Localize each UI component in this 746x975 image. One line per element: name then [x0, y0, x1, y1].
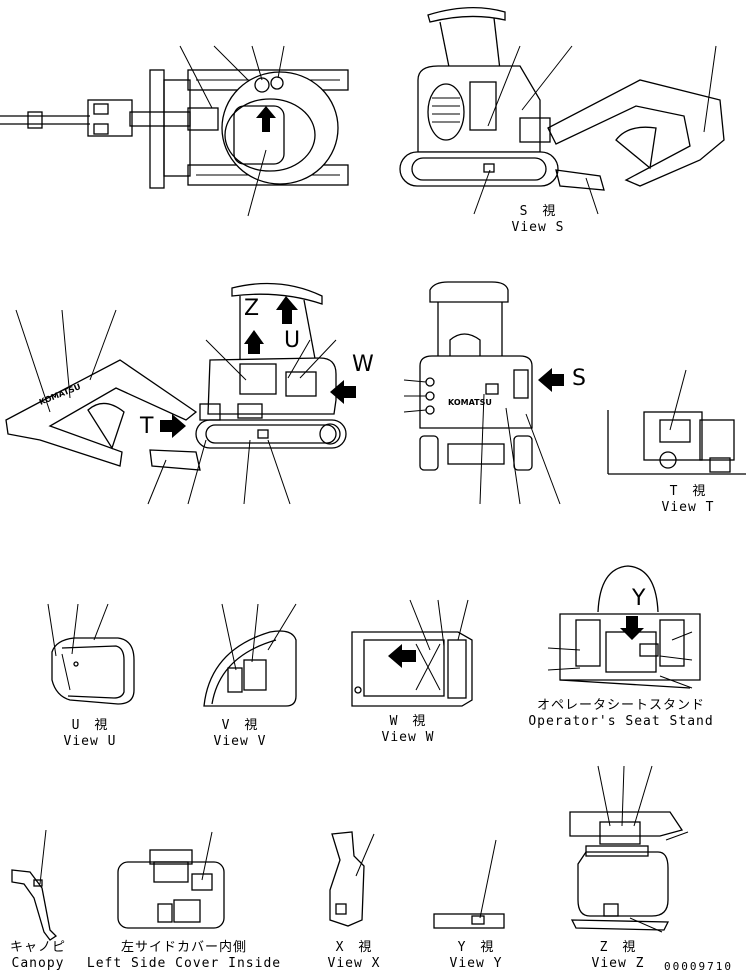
- caption-view-u-jp: U 視: [71, 718, 109, 733]
- view-z-detail: [569, 765, 689, 933]
- caption-view-u-en: View U: [63, 734, 117, 749]
- counterweight-brand-mark: KOMATSU: [448, 398, 492, 407]
- caption-view-s-en: View S: [511, 220, 565, 235]
- rear-view-machine: [403, 281, 564, 505]
- caption-view-t-en: View T: [661, 500, 715, 515]
- caption-canopy-en: Canopy: [11, 956, 65, 971]
- caption-view-w-en: View W: [381, 730, 435, 745]
- view-letter-u: U: [284, 328, 301, 353]
- top-view-machine: [0, 45, 349, 217]
- view-y-detail: [433, 839, 505, 929]
- view-w-detail: [351, 599, 473, 707]
- caption-view-w-jp: W 視: [389, 714, 427, 729]
- caption-view-t-jp: T 視: [669, 484, 707, 499]
- view-letter-z: Z: [244, 296, 260, 321]
- caption-left-side-cover-jp: 左サイドカバー内側: [120, 940, 247, 955]
- seat-stand-detail: [547, 565, 701, 689]
- canopy-detail: [11, 829, 58, 941]
- left-side-cover-detail: [117, 831, 225, 929]
- caption-view-x-en: View X: [327, 956, 381, 971]
- caption-left-side-cover-en: Left Side Cover Inside: [86, 956, 282, 971]
- caption-view-v-en: View V: [213, 734, 267, 749]
- drawing-number: 00009710: [664, 960, 733, 973]
- view-v-detail: [203, 603, 297, 707]
- caption-view-y-jp: Y 視: [457, 940, 495, 955]
- view-u-detail: [47, 603, 135, 705]
- caption-view-z-en: View Z: [591, 956, 645, 971]
- view-letter-t: T: [140, 414, 154, 439]
- caption-canopy-jp: キャノピ: [9, 940, 66, 955]
- main-side-view-machine: [5, 282, 356, 505]
- view-letter-w: W: [352, 352, 374, 377]
- caption-seat-stand-en: Operator's Seat Stand: [528, 714, 714, 729]
- caption-seat-stand-jp: オペレータシートスタンド: [536, 698, 705, 713]
- caption-view-x-jp: X 視: [335, 940, 373, 955]
- view-letter-s: S: [572, 366, 586, 391]
- caption-view-v-jp: V 視: [221, 718, 259, 733]
- view-letter-y: Y: [632, 586, 646, 611]
- caption-view-y-en: View Y: [449, 956, 503, 971]
- view-t-detail: [607, 369, 746, 475]
- caption-view-s-jp: S 視: [519, 204, 557, 219]
- view-s-machine: [399, 7, 725, 215]
- caption-view-z-jp: Z 視: [599, 940, 637, 955]
- view-x-detail: [329, 831, 375, 927]
